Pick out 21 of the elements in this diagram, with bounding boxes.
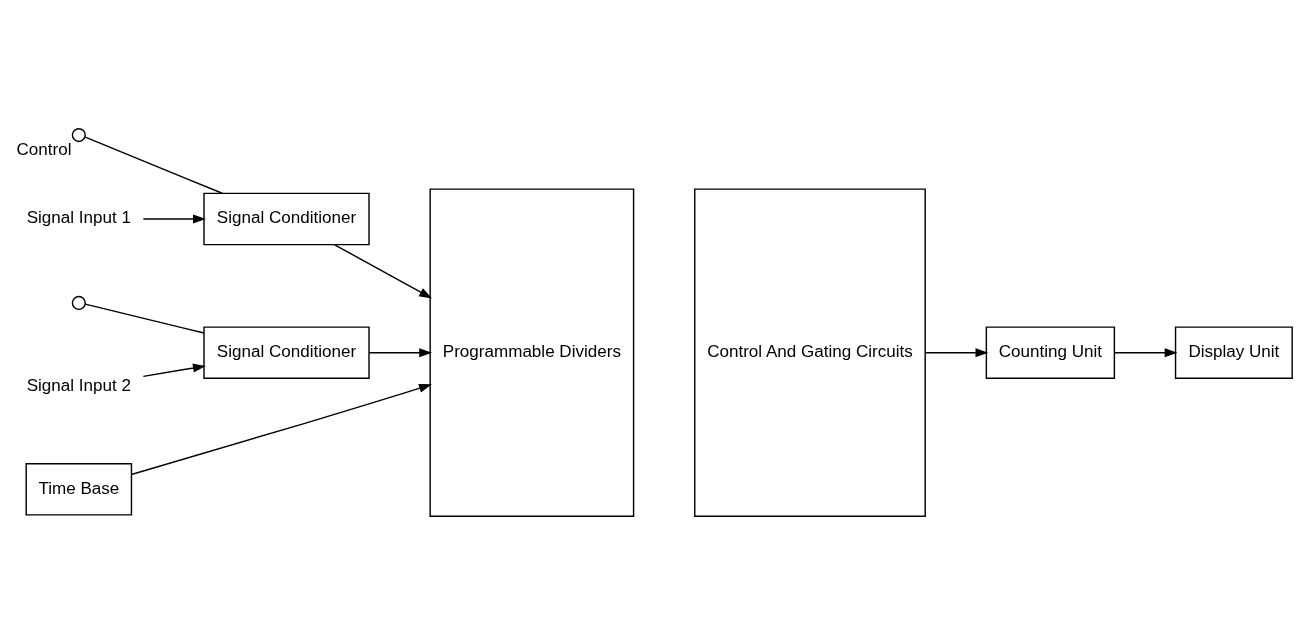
arrow [1113,347,1178,357]
node-box: Signal Conditioner [203,192,370,245]
node-text: Signal Input 2 [26,375,131,395]
connector [84,302,205,334]
arrow [130,383,432,475]
connector [84,135,223,194]
node-box: Counting Unit [985,325,1116,379]
node-circle [71,127,86,142]
arrow [142,363,206,377]
arrow [142,214,206,223]
node-box: Programmable Dividers [429,187,635,517]
node-label: Control [16,139,72,159]
node-circle [71,295,86,310]
node-box: Time Base [25,462,133,516]
node-box: Display Unit [1174,325,1293,379]
arrow [333,243,432,298]
arrow [924,347,989,357]
node-text: Signal Input 1 [26,207,131,227]
arrow [368,347,432,357]
node-box: Control And Gating Circuits [694,187,926,517]
node-box: Signal Conditioner [203,325,370,379]
